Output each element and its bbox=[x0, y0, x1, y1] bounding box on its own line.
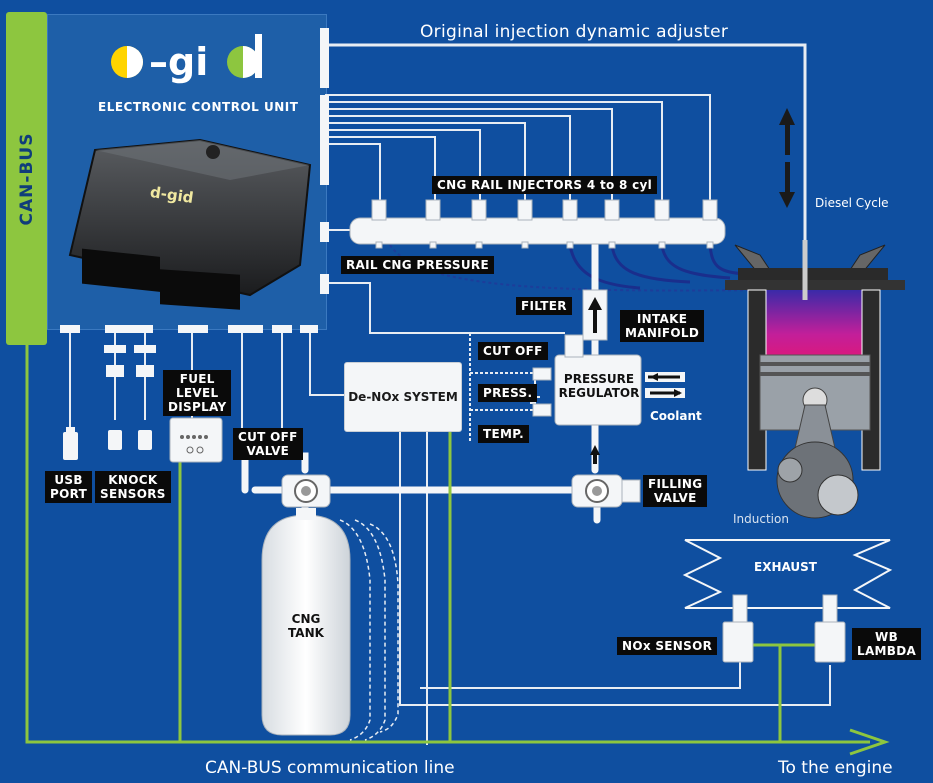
exhaust-label: EXHAUST bbox=[754, 560, 817, 574]
coolant-arrows bbox=[645, 372, 685, 398]
usb-device bbox=[63, 427, 78, 460]
cutoff-label: CUT OFF bbox=[478, 342, 548, 360]
adjuster-line bbox=[325, 43, 807, 240]
engine-label: To the engine bbox=[778, 758, 893, 778]
adjuster-label: Original injection dynamic adjuster bbox=[420, 22, 729, 42]
ecu-unit bbox=[68, 138, 312, 310]
coolant-label: Coolant bbox=[650, 409, 702, 423]
diesel-cycle-arrows bbox=[779, 108, 795, 208]
injector-harness bbox=[325, 94, 711, 334]
canbus-bar: CAN-BUS bbox=[6, 12, 47, 345]
injectors-label: CNG RAIL INJECTORS 4 to 8 cyl bbox=[432, 176, 658, 194]
engine-cylinder bbox=[725, 240, 905, 519]
denox-system: De-NOx SYSTEM bbox=[344, 362, 462, 432]
engine-arrow bbox=[849, 728, 890, 756]
exhaust-manifold bbox=[682, 539, 893, 609]
fuel-rail bbox=[349, 199, 726, 249]
filter-label: FILTER bbox=[516, 297, 572, 315]
brand-logo: –gi bbox=[105, 30, 265, 85]
cutoff-valve-body bbox=[281, 474, 331, 508]
canbus-vertical-label: CAN-BUS bbox=[16, 132, 37, 225]
filling-valve-body bbox=[571, 474, 641, 508]
induction-label: Induction bbox=[733, 512, 789, 526]
temp-label: TEMP. bbox=[478, 425, 529, 443]
press-label: PRESS. bbox=[478, 384, 538, 402]
ecu-subtitle: ELECTRONIC CONTROL UNIT bbox=[98, 100, 299, 114]
rail-pressure-label: RAIL CNG PRESSURE bbox=[341, 256, 494, 274]
svg-text:–gi: –gi bbox=[149, 40, 208, 84]
fuel-level-device bbox=[169, 417, 223, 463]
pressure-regulator-body bbox=[554, 354, 642, 426]
cng-tank-body bbox=[261, 508, 399, 741]
canbus-line-label: CAN-BUS communication line bbox=[205, 758, 455, 778]
nox-sensor-label: NOx SENSOR bbox=[617, 637, 718, 655]
diesel-cycle-label: Diesel Cycle bbox=[815, 196, 889, 210]
